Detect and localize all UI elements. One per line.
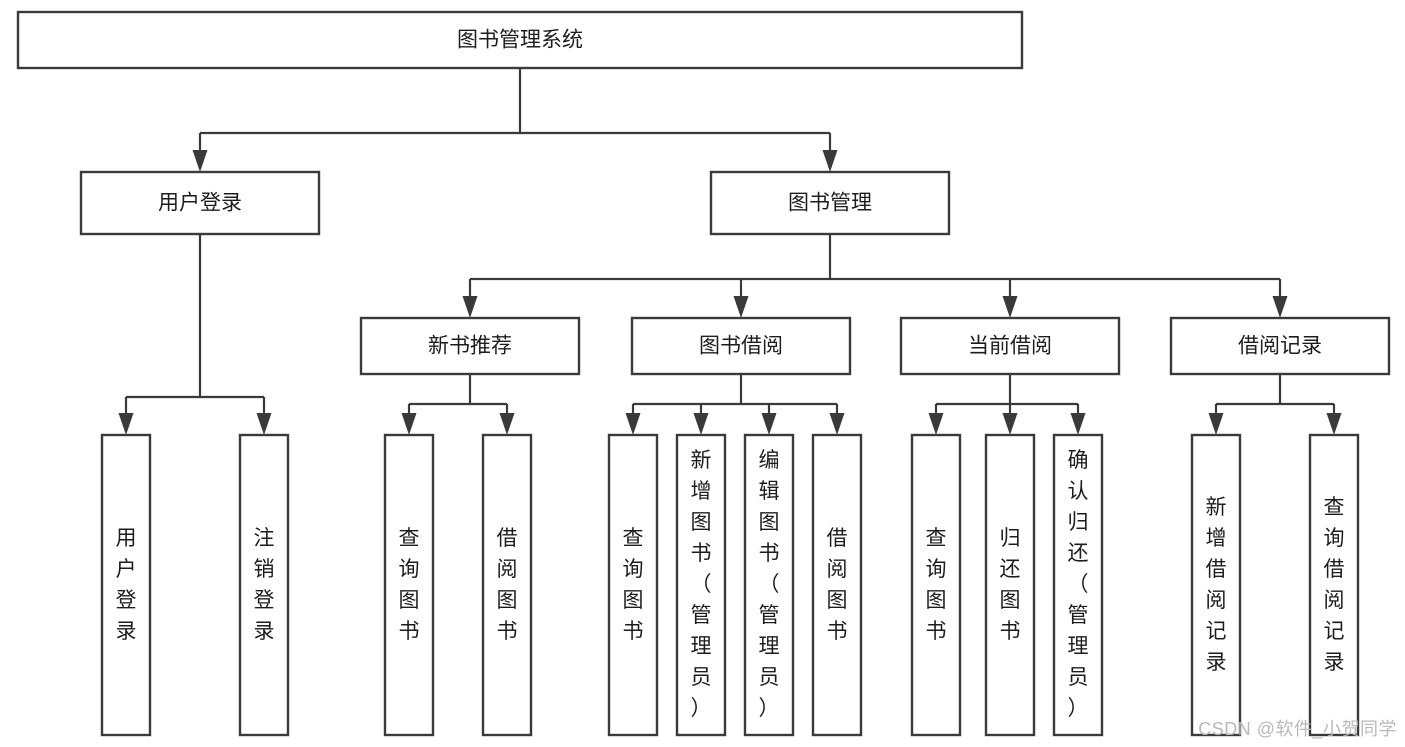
node-leaf-borrow-book-2[interactable]: 借阅图书 xyxy=(811,433,863,737)
node-label: 编辑图书（管理员） xyxy=(759,449,780,720)
connector-layer xyxy=(118,68,1342,435)
node-user-login[interactable]: 用户登录 xyxy=(79,170,321,236)
watermark-text: CSDN @软件_小贺同学 xyxy=(1198,719,1397,739)
node-label: 图书管理系统 xyxy=(457,29,583,52)
node-label: 借阅图书 xyxy=(827,527,848,643)
arrow-head-icon xyxy=(1070,413,1086,435)
arrow-head-icon xyxy=(499,413,515,435)
node-leaf-borrow-book-1[interactable]: 借阅图书 xyxy=(481,433,533,737)
arrow-head-icon xyxy=(822,150,838,172)
arrow-head-icon xyxy=(733,296,749,318)
node-label: 查询图书 xyxy=(623,527,644,643)
node-label: 用户登录 xyxy=(158,192,242,215)
node-box xyxy=(675,433,727,737)
node-leaf-query-book-1[interactable]: 查询图书 xyxy=(383,433,435,737)
node-box xyxy=(709,170,951,236)
node-new-book-rec[interactable]: 新书推荐 xyxy=(359,316,581,376)
node-label: 新书推荐 xyxy=(428,335,512,358)
node-box xyxy=(100,433,152,737)
node-box xyxy=(359,316,581,376)
arrow-head-icon xyxy=(829,413,845,435)
arrow-head-icon xyxy=(192,150,208,172)
arrow-head-icon xyxy=(462,296,478,318)
node-label: 确认归还（管理员） xyxy=(1068,449,1089,720)
node-label: 当前借阅 xyxy=(968,335,1052,358)
node-label: 归还图书 xyxy=(1000,527,1021,643)
arrow-head-icon xyxy=(401,413,417,435)
node-label: 借阅记录 xyxy=(1238,335,1322,358)
node-label: 图书借阅 xyxy=(699,335,783,358)
arrow-head-icon xyxy=(1326,413,1342,435)
node-book-manage[interactable]: 图书管理 xyxy=(709,170,951,236)
node-leaf-edit-book[interactable]: 编辑图书（管理员） xyxy=(743,433,795,737)
arrow-head-icon xyxy=(256,413,272,435)
node-box xyxy=(811,433,863,737)
node-box xyxy=(16,10,1024,70)
node-layer: 图书管理系统用户登录图书管理新书推荐图书借阅当前借阅借阅记录用户登录注销登录查询… xyxy=(16,10,1391,737)
node-box xyxy=(1190,433,1242,737)
arrow-head-icon xyxy=(761,413,777,435)
node-leaf-user-login[interactable]: 用户登录 xyxy=(100,433,152,737)
arrow-head-icon xyxy=(928,413,944,435)
node-book-borrow[interactable]: 图书借阅 xyxy=(630,316,852,376)
node-label: 查询图书 xyxy=(399,527,420,643)
arrow-head-icon xyxy=(693,413,709,435)
node-box xyxy=(630,316,852,376)
node-label: 注销登录 xyxy=(254,527,275,643)
arrow-head-icon xyxy=(1002,413,1018,435)
node-box xyxy=(607,433,659,737)
node-box xyxy=(481,433,533,737)
node-box xyxy=(910,433,962,737)
node-label: 新增图书（管理员） xyxy=(691,449,712,720)
node-root[interactable]: 图书管理系统 xyxy=(16,10,1024,70)
node-leaf-add-record[interactable]: 新增借阅记录 xyxy=(1190,433,1242,737)
node-current-borrow[interactable]: 当前借阅 xyxy=(899,316,1121,376)
node-box xyxy=(79,170,321,236)
node-label: 查询图书 xyxy=(926,527,947,643)
node-leaf-query-book-2[interactable]: 查询图书 xyxy=(607,433,659,737)
node-box xyxy=(899,316,1121,376)
node-label: 图书管理 xyxy=(788,192,872,215)
node-label: 借阅图书 xyxy=(497,527,518,643)
node-leaf-return-book[interactable]: 归还图书 xyxy=(984,433,1036,737)
node-box xyxy=(743,433,795,737)
node-box xyxy=(238,433,290,737)
node-borrow-record[interactable]: 借阅记录 xyxy=(1169,316,1391,376)
node-leaf-user-logout[interactable]: 注销登录 xyxy=(238,433,290,737)
arrow-head-icon xyxy=(625,413,641,435)
node-leaf-query-book-3[interactable]: 查询图书 xyxy=(910,433,962,737)
node-box xyxy=(1052,433,1104,737)
arrow-head-icon xyxy=(1272,296,1288,318)
node-leaf-confirm-return[interactable]: 确认归还（管理员） xyxy=(1052,433,1104,737)
node-box xyxy=(1308,433,1360,737)
arrow-head-icon xyxy=(1002,296,1018,318)
node-box xyxy=(383,433,435,737)
node-leaf-add-book[interactable]: 新增图书（管理员） xyxy=(675,433,727,737)
node-label: 用户登录 xyxy=(116,527,137,643)
node-leaf-query-record[interactable]: 查询借阅记录 xyxy=(1308,433,1360,737)
node-box xyxy=(1169,316,1391,376)
node-label: 查询借阅记录 xyxy=(1324,496,1345,674)
node-label: 新增借阅记录 xyxy=(1206,496,1227,674)
arrow-head-icon xyxy=(118,413,134,435)
arrow-head-icon xyxy=(1208,413,1224,435)
node-box xyxy=(984,433,1036,737)
